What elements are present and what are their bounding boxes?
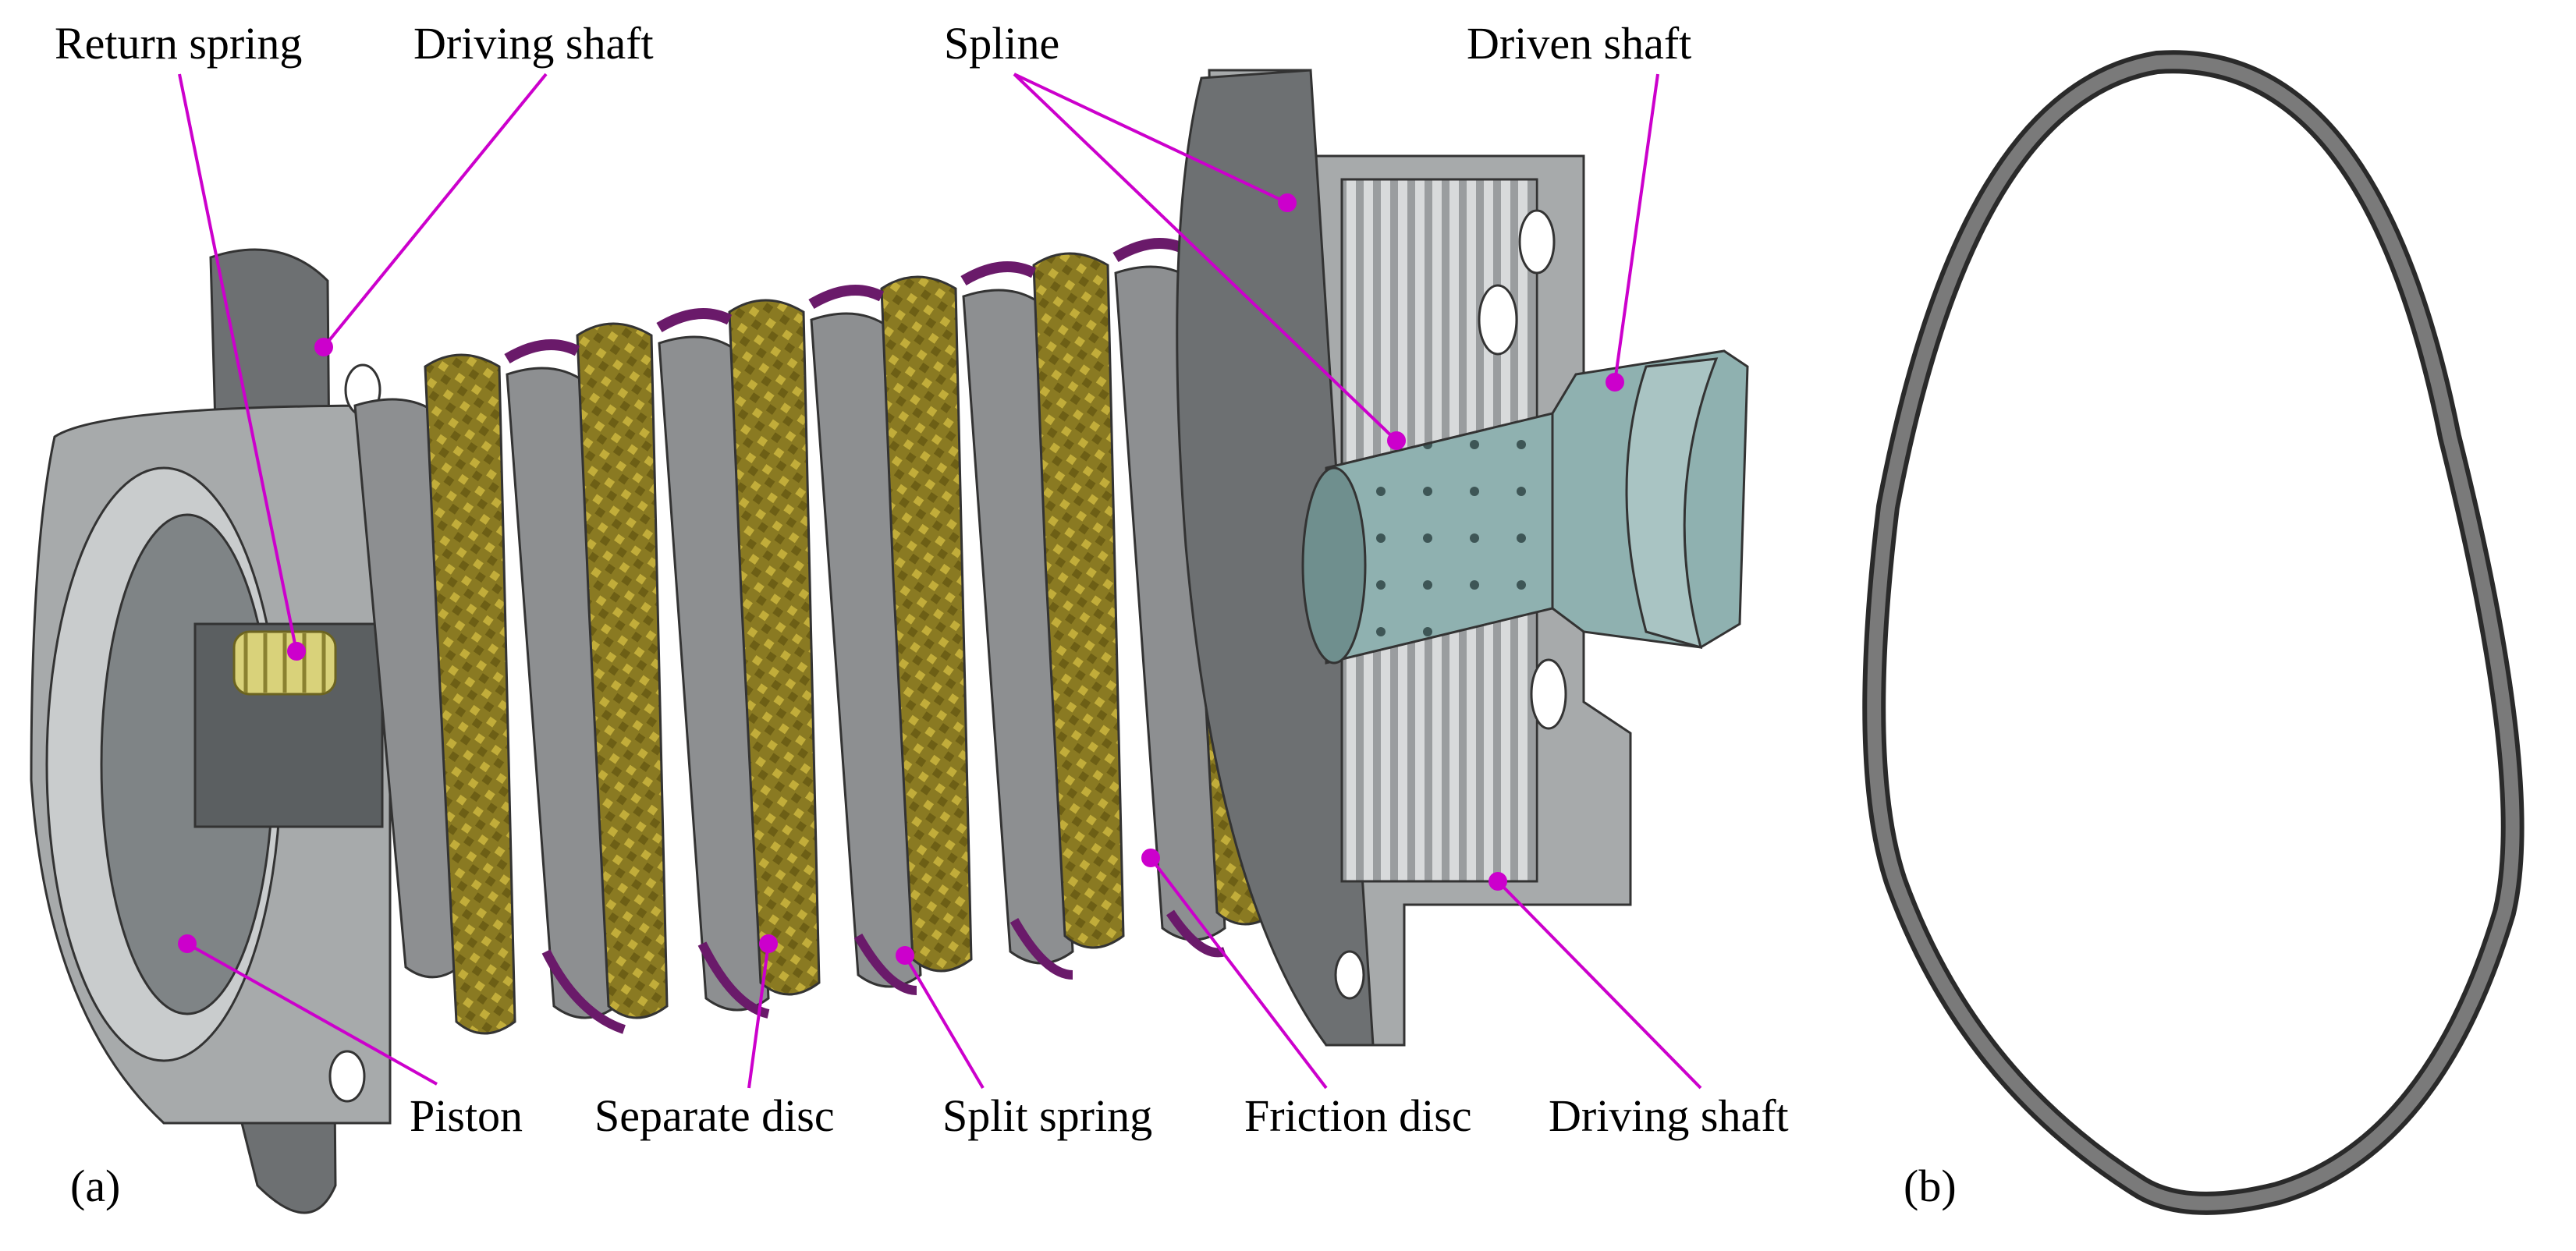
split-spring <box>1166 909 1226 958</box>
label-friction-disc: Friction disc <box>1244 1090 1472 1141</box>
label-split-spring: Split spring <box>942 1090 1152 1141</box>
split-spring <box>656 308 733 333</box>
panel-label-b: (b) <box>1904 1161 1957 1211</box>
label-separate-disc: Separate disc <box>594 1090 835 1141</box>
split-spring <box>504 339 580 364</box>
friction-disc <box>576 322 669 1019</box>
label-driven-shaft: Driven shaft <box>1467 18 1691 69</box>
split-spring <box>1009 918 1073 980</box>
split-spring <box>960 261 1037 286</box>
split-spring <box>808 285 885 310</box>
return-spring <box>232 630 337 696</box>
ring-split-gap <box>2507 470 2532 478</box>
split-spring-ring <box>1862 50 2532 1215</box>
friction-disc <box>424 353 516 1035</box>
label-driving-shaft-bottom: Driving shaft <box>1549 1090 1789 1141</box>
leader-lines <box>178 73 1702 1090</box>
panel-label-a: (a) <box>70 1161 120 1211</box>
right-housing <box>1176 69 1632 1047</box>
split-spring <box>541 949 626 1034</box>
label-return-spring: Return spring <box>55 18 302 69</box>
label-driving-shaft-top: Driving shaft <box>413 18 654 69</box>
split-spring <box>853 934 917 995</box>
friction-disc <box>1032 252 1125 949</box>
split-spring <box>1112 238 1189 263</box>
driven-shaft <box>1301 349 1749 664</box>
labels: Return spring Driving shaft Spline Drive… <box>55 18 1957 1211</box>
label-piston: Piston <box>410 1090 523 1141</box>
friction-disc <box>728 299 821 996</box>
friction-disc <box>880 275 973 973</box>
left-housing <box>30 248 392 1214</box>
label-spline: Spline <box>944 18 1059 69</box>
clutch-assembly <box>30 69 1749 1214</box>
